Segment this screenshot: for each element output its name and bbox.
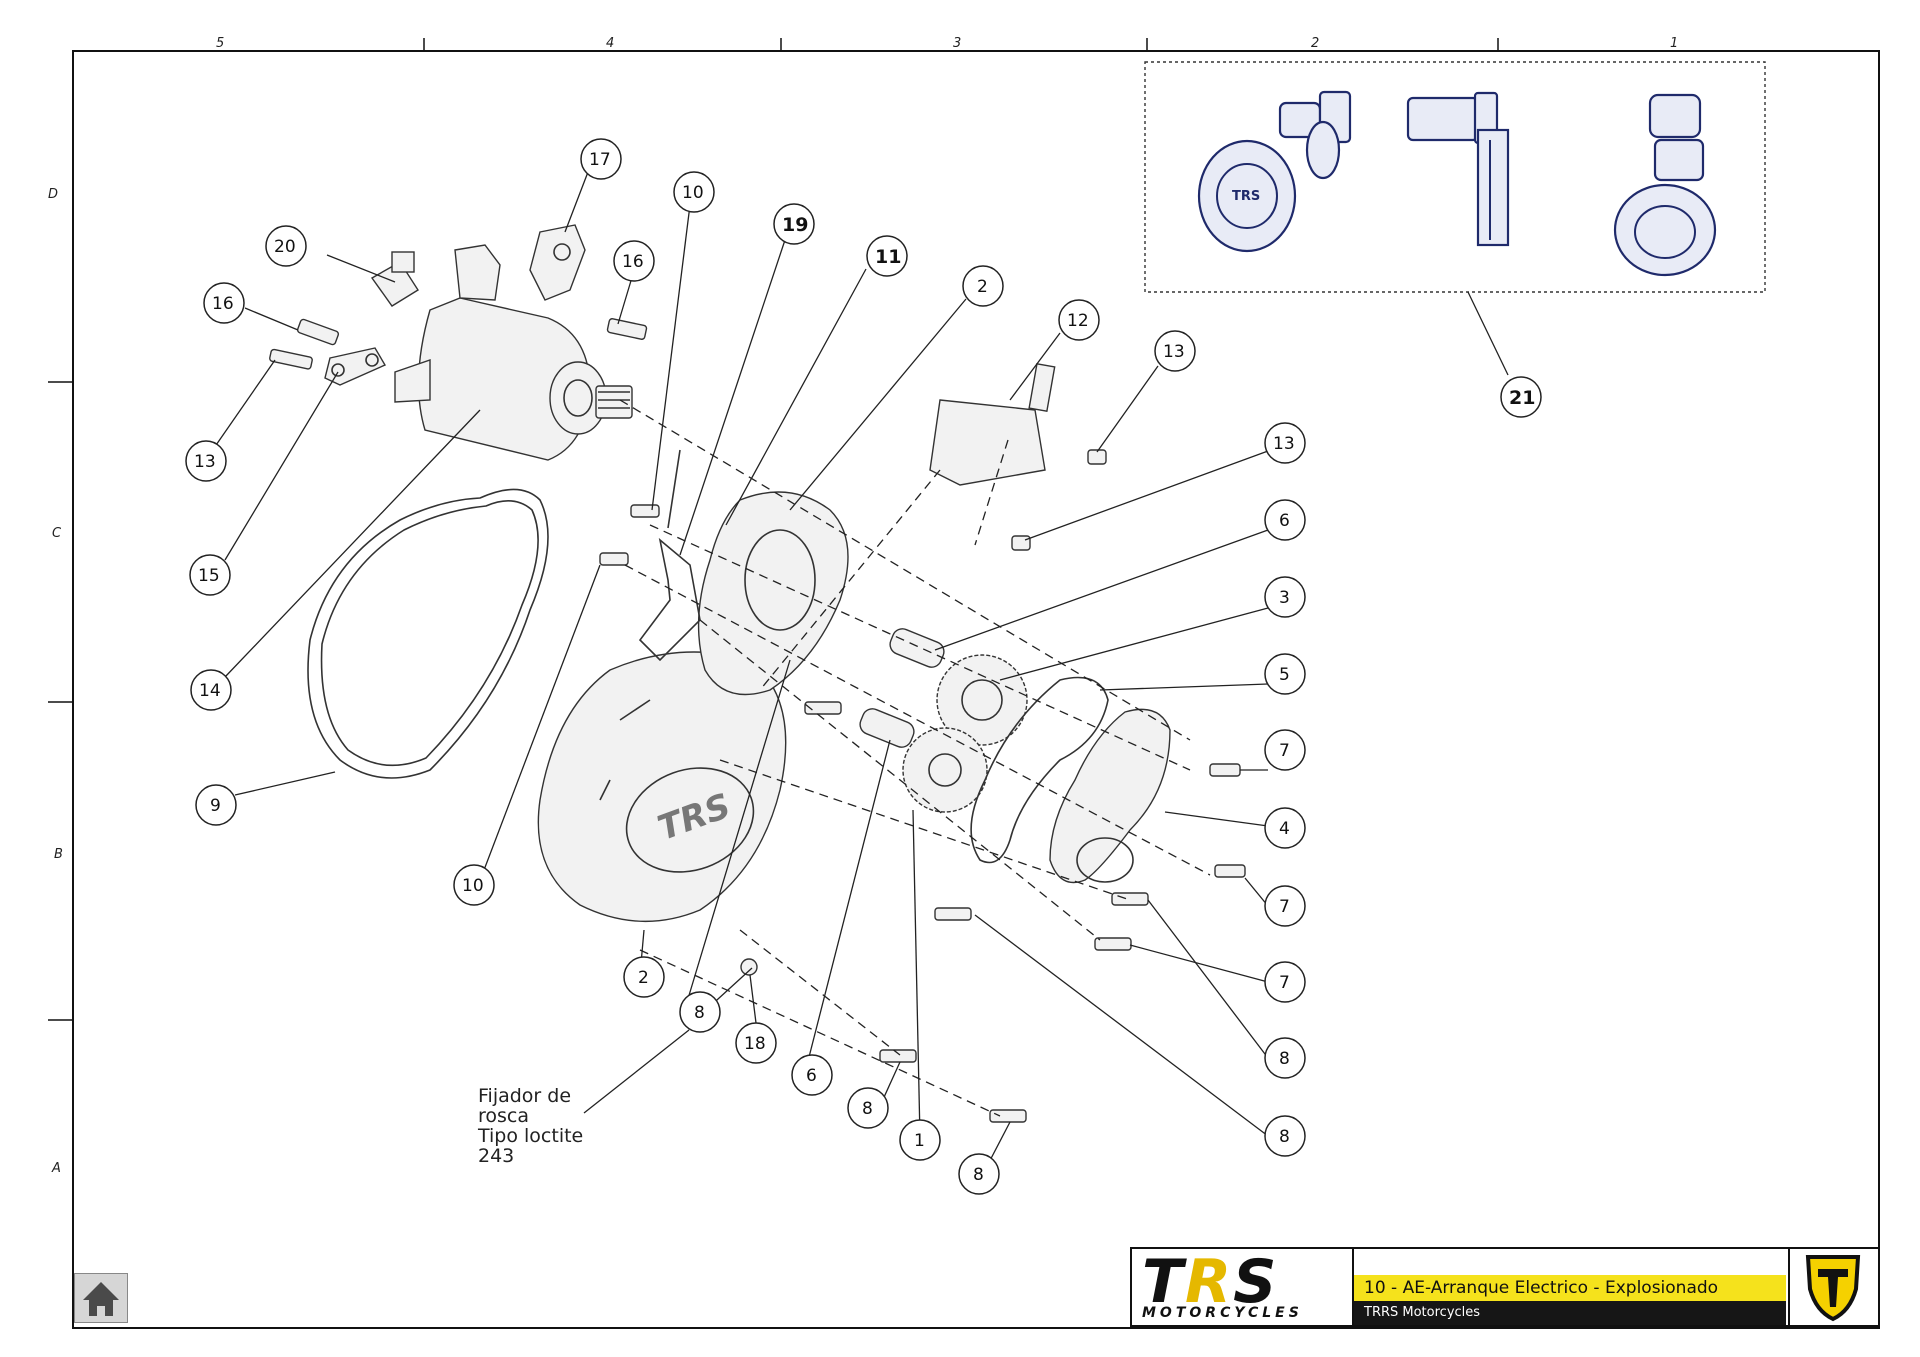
bushing-6-top — [889, 628, 945, 668]
column-label: 3 — [953, 36, 961, 51]
housing-2 — [697, 491, 849, 696]
drawing-frame — [72, 50, 1880, 1329]
callout-label: 9 — [210, 796, 221, 816]
callout-label: 6 — [1279, 511, 1290, 531]
callout-label: 8 — [694, 1003, 705, 1023]
column-label: 5 — [216, 36, 224, 51]
home-icon — [83, 1282, 119, 1316]
callout-label: 16 — [622, 252, 644, 272]
thread-locker-note: Fijador de rosca Tipo loctite 243 — [478, 1086, 638, 1166]
gasket-5 — [970, 676, 1109, 864]
title-block: TRS MOTORCYCLES 10 - AE-Arranque Electri… — [1130, 1247, 1878, 1327]
callout-label: 5 — [1279, 665, 1290, 685]
callout-label: 20 — [274, 237, 296, 257]
callout-label: 19 — [782, 214, 808, 236]
iso-view-front: TRS — [1197, 90, 1352, 253]
callout-label: 10 — [682, 183, 704, 203]
logo-subtext: MOTORCYCLES — [1142, 1305, 1303, 1321]
drawing-subtitle-bar: TRRS Motorcycles — [1354, 1301, 1786, 1325]
note-line: rosca — [478, 1105, 530, 1127]
iso-view-side — [1406, 91, 1510, 247]
callout-label: 7 — [1279, 897, 1290, 917]
drawing-title-bar: 10 - AE-Arranque Electrico - Explosionad… — [1354, 1275, 1786, 1301]
small-bolts — [599, 449, 1246, 1123]
callout-label: 7 — [1279, 741, 1290, 761]
callout-label: 15 — [198, 566, 220, 586]
connector — [370, 251, 419, 307]
callout-label: 10 — [462, 876, 484, 896]
row-label: B — [54, 847, 63, 862]
note-line: Tipo loctite — [478, 1125, 584, 1147]
row-label: D — [48, 187, 58, 202]
column-label: 1 — [1670, 36, 1678, 51]
bolt-13-left — [269, 348, 313, 370]
svg-text:TRS: TRS — [1232, 189, 1260, 204]
gasket-9 — [307, 488, 549, 779]
relay-12 — [929, 362, 1056, 486]
trs-logo: TRS MOTORCYCLES — [1132, 1247, 1354, 1325]
row-label: C — [52, 526, 62, 541]
assembly-axes — [619, 399, 1211, 1117]
bracket-19 — [638, 537, 701, 662]
callout-label: 3 — [1279, 588, 1290, 608]
callout-label: 2 — [977, 277, 988, 297]
callout-label: 4 — [1279, 819, 1290, 839]
callout-label: 16 — [212, 294, 234, 314]
callout-label: 7 — [1279, 973, 1290, 993]
callout-label: 13 — [1273, 434, 1295, 454]
callout-label: 18 — [744, 1034, 766, 1054]
callout-label: 1 — [914, 1131, 925, 1151]
note-line: 243 — [478, 1145, 515, 1167]
reference-views-box — [1144, 61, 1766, 293]
callout-label: 8 — [1279, 1049, 1290, 1069]
column-label: 4 — [606, 36, 614, 51]
callout-label: 13 — [1163, 342, 1185, 362]
starter-motor — [394, 224, 633, 461]
callout-label: 12 — [1067, 311, 1089, 331]
callout-label: 14 — [199, 681, 221, 701]
callout-label: 8 — [1279, 1127, 1290, 1147]
logo-text: TRS — [1142, 1247, 1279, 1317]
callout-label: 8 — [862, 1099, 873, 1119]
leader-lines — [213, 171, 1269, 1171]
bolt-16-right — [606, 318, 648, 340]
gear-3 — [936, 654, 1028, 746]
bushing-6-bottom — [859, 708, 915, 748]
callout-label: 17 — [589, 150, 611, 170]
callout-label: 13 — [194, 452, 216, 472]
trrs-shield-icon — [1788, 1249, 1878, 1325]
gear-1 — [902, 727, 988, 813]
callout-label: 21 — [1509, 387, 1535, 409]
column-label: 2 — [1311, 36, 1319, 51]
callout-bubbles: 1 2 2 3 4 5 6 6 7 7 7 8 8 8 8 8 8 8 9 — [185, 138, 1542, 1195]
bracket-15 — [324, 347, 387, 386]
callout-label: 6 — [806, 1066, 817, 1086]
callout-label: 2 — [638, 968, 649, 988]
note-line: Fijador de — [478, 1085, 572, 1107]
cover-4 — [1049, 708, 1171, 884]
bolt-16-left — [296, 318, 340, 346]
home-button[interactable] — [74, 1273, 128, 1323]
cover-2: TRS — [537, 651, 787, 922]
drawing-title: 10 - AE-Arranque Electrico - Explosionad… — [1364, 1278, 1719, 1298]
drawing-subtitle: TRRS Motorcycles — [1364, 1305, 1481, 1320]
row-label: A — [51, 1161, 61, 1176]
callout-label: 11 — [875, 246, 901, 268]
callout-label: 8 — [973, 1165, 984, 1185]
iso-view-rear — [1613, 93, 1717, 277]
